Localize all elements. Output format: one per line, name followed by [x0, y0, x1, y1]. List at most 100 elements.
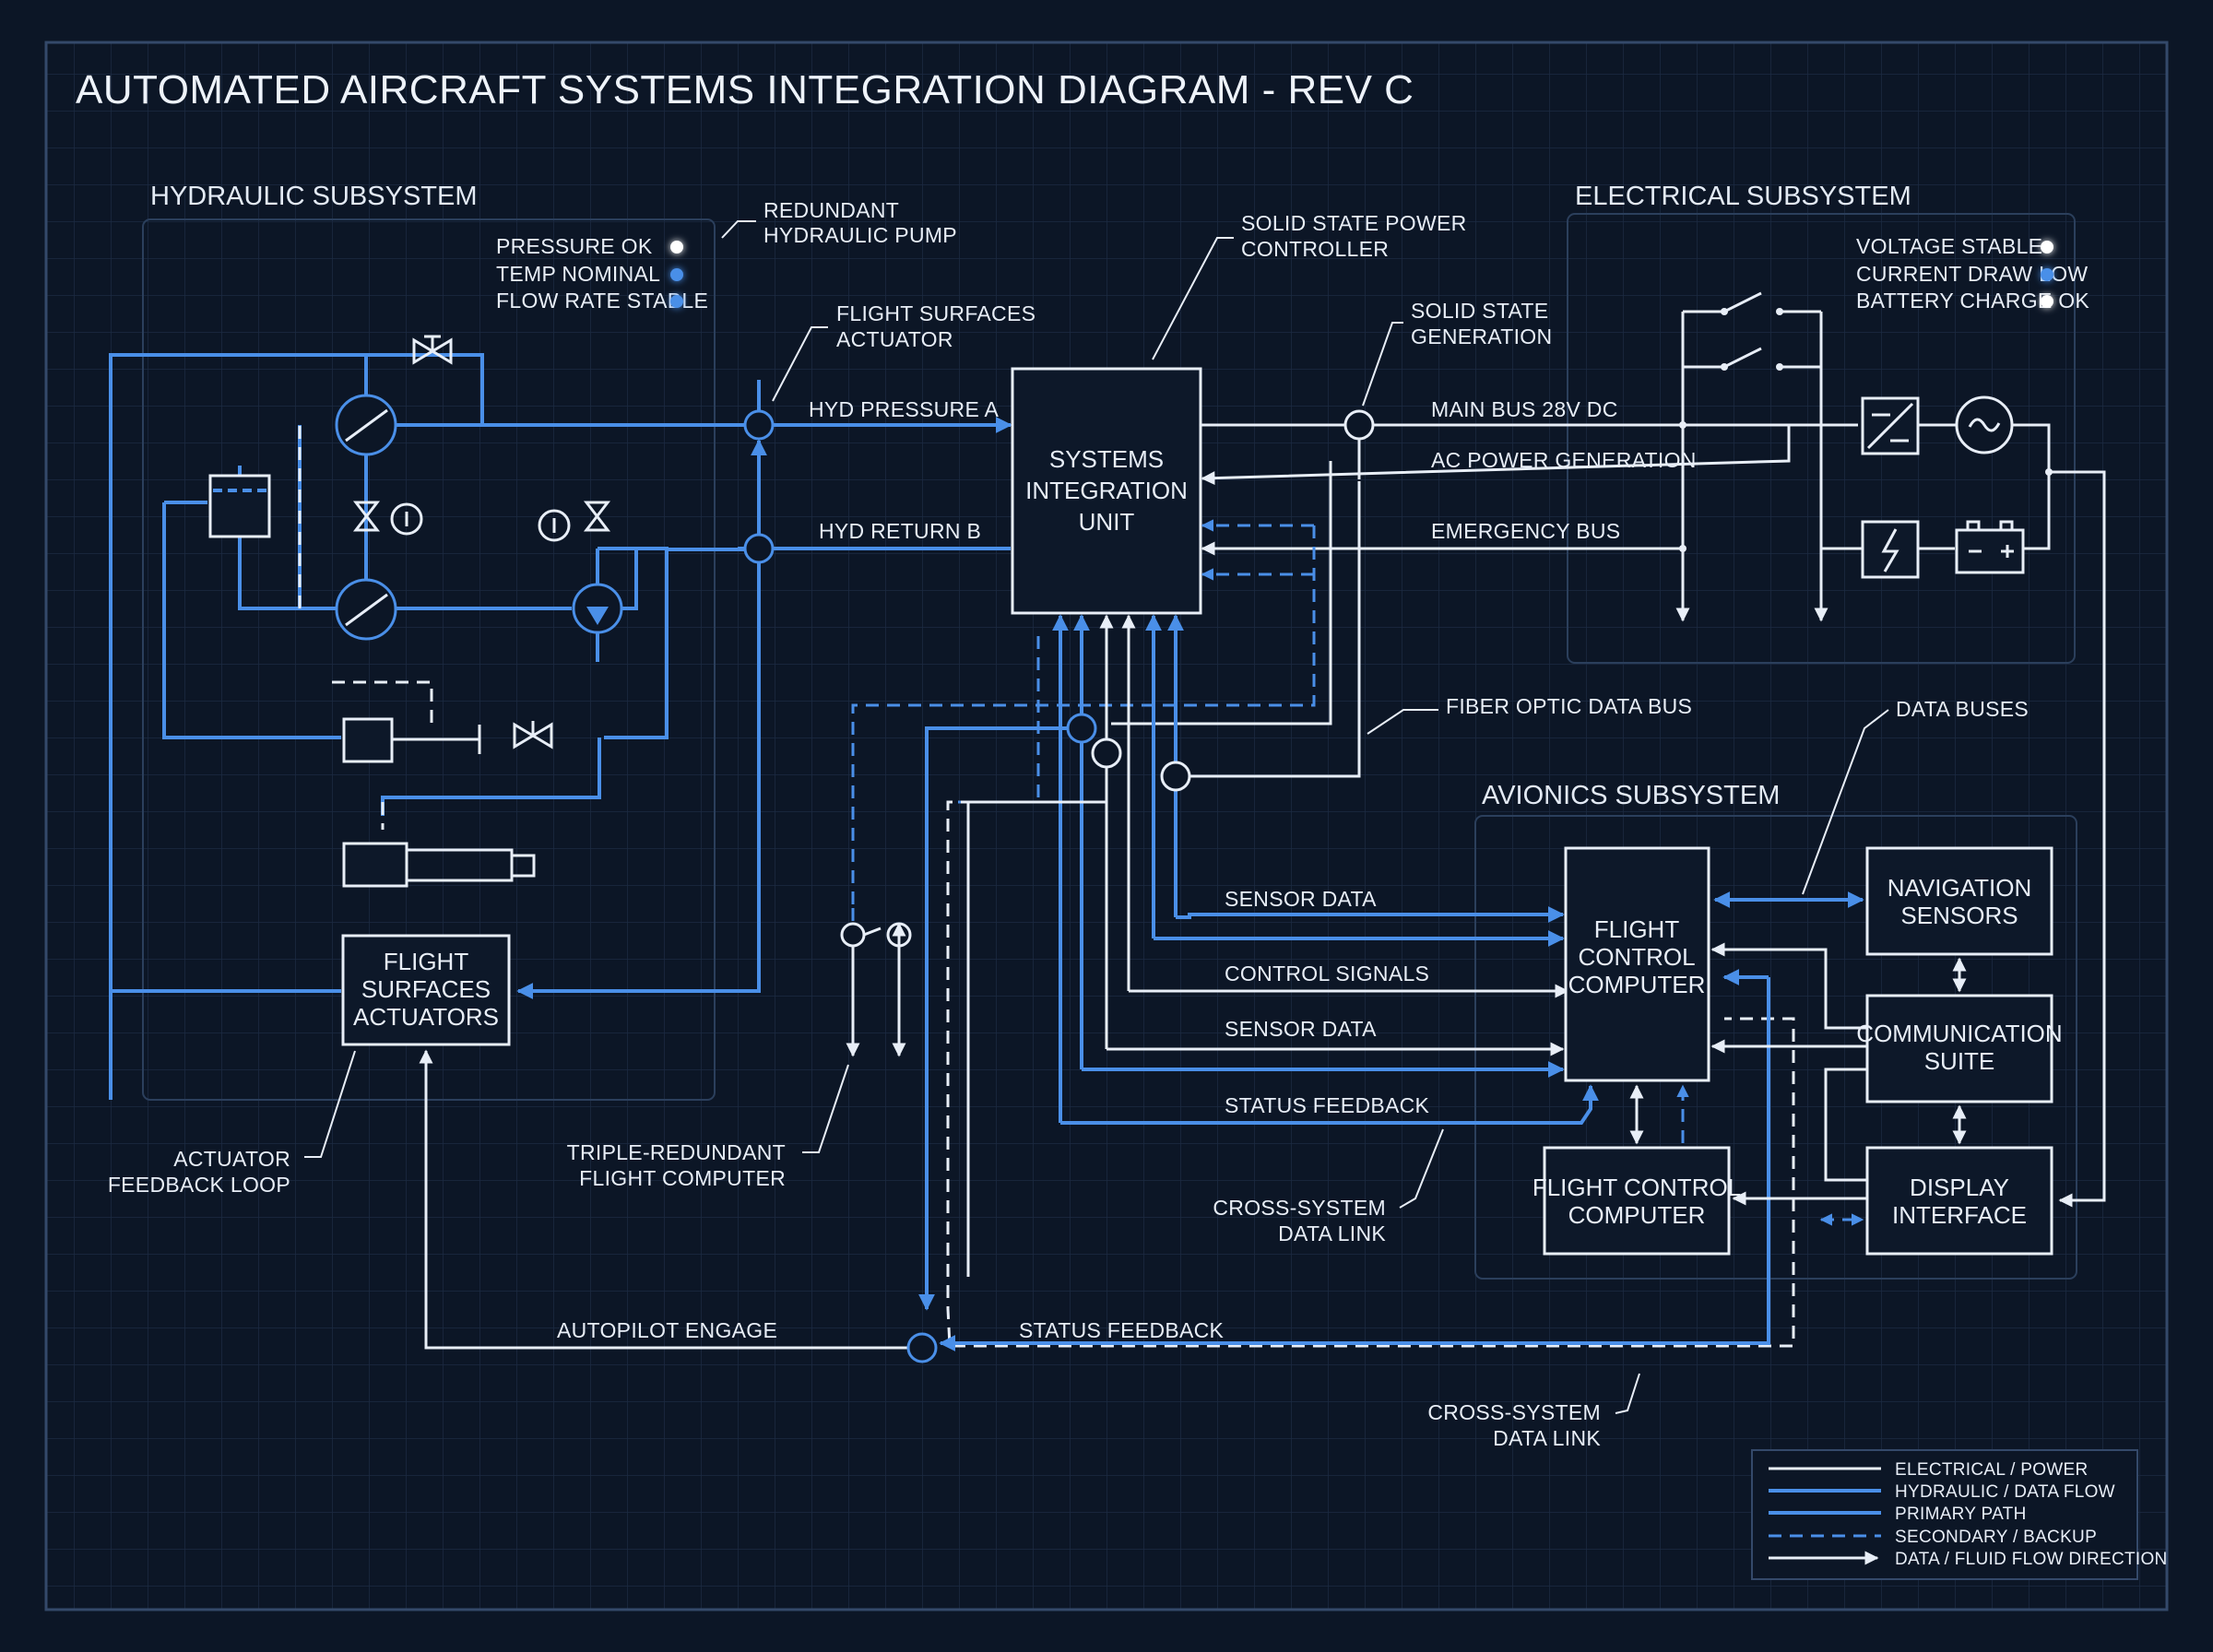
junction-node — [743, 533, 775, 564]
label-control-signals: CONTROL SIGNALS — [1225, 962, 1429, 985]
fsa-label-3: ACTUATORS — [353, 1003, 499, 1031]
valve-icon — [513, 721, 553, 749]
callout-redundant-pump: REDUNDANT — [763, 198, 899, 222]
electrical-subsystem-title: ELECTRICAL SUBSYSTEM — [1575, 182, 1911, 211]
junction-node — [1091, 738, 1122, 769]
status-voltage-stable: VOLTAGE STABLE — [1856, 234, 2042, 258]
electrical-subsystem-frame — [1567, 213, 2076, 664]
actuator-body-icon — [342, 717, 394, 763]
communication-suite-block — [1865, 994, 2053, 1103]
data-bus-lines — [948, 614, 1184, 1123]
status-led-icon — [2041, 241, 2053, 254]
callout-fiber-optic-bus: FIBER OPTIC DATA BUS — [1446, 694, 1692, 718]
legend-label-electrical: ELECTRICAL / POWER — [1895, 1460, 2089, 1480]
label-sensor-data-1: SENSOR DATA — [1225, 887, 1377, 911]
cylinder-icon — [342, 842, 408, 888]
label-main-bus: MAIN BUS 28V DC — [1431, 397, 1618, 421]
electrical-bus-lines: MAIN BUS 28V DC AC POWER GENERATION EMER… — [1201, 291, 2106, 1208]
valve-icon — [352, 501, 423, 536]
fcc2-label-2: COMPUTER — [1568, 1201, 1706, 1229]
junction-node — [743, 409, 775, 441]
junction-node — [1066, 713, 1097, 744]
status-feedback-line — [1060, 1084, 1599, 1125]
siu-label-1: SYSTEMS — [1049, 445, 1164, 473]
label-status-feedback-2: STATUS FEEDBACK — [1019, 1318, 1225, 1342]
callout-actuator-feedback: ACTUATOR — [173, 1147, 290, 1171]
siu-label-2: INTEGRATION — [1025, 477, 1188, 504]
fsa-label-2: SURFACES — [361, 975, 491, 1003]
legend-label-flow-direction: DATA / FLUID FLOW DIRECTION — [1895, 1550, 2168, 1569]
label-autopilot-engage: AUTOPILOT ENGAGE — [557, 1318, 777, 1342]
status-led-icon — [670, 268, 683, 281]
reservoir-icon — [208, 474, 271, 538]
comm-label-1: COMMUNICATION — [1856, 1020, 2062, 1047]
autopilot-engage-line — [419, 1049, 913, 1350]
electrical-status-panel: VOLTAGE STABLE CURRENT DRAW LOW BATTERY … — [1856, 234, 2089, 313]
nav-label-1: NAVIGATION — [1888, 874, 2032, 902]
actuator-feed-line — [516, 562, 761, 999]
legend: ELECTRICAL / POWER HYDRAULIC / DATA FLOW… — [1751, 1449, 2168, 1580]
legend-label-primary: PRIMARY PATH — [1895, 1504, 2027, 1524]
callout-ssg-line2: GENERATION — [1411, 324, 1552, 348]
avionics-subsystem-title: AVIONICS SUBSYSTEM — [1482, 781, 1780, 810]
callout-cross-link-1: CROSS-SYSTEM — [1213, 1196, 1386, 1220]
hydraulic-subsystem-frame — [142, 218, 716, 1101]
status-feedback-return-line — [939, 977, 1770, 1351]
junction-node — [1343, 409, 1375, 441]
avionics-links — [1629, 891, 1967, 1226]
systems-integration-unit-block — [1011, 367, 1202, 615]
nav-label-2: SENSORS — [1900, 902, 2018, 929]
flight-control-computer-secondary-block — [1543, 1146, 1731, 1256]
status-led-icon — [2041, 268, 2053, 281]
callout-triple-redundant-line2: FLIGHT COMPUTER — [579, 1166, 786, 1190]
redundant-switch — [840, 908, 912, 1057]
junction-node — [1160, 761, 1191, 792]
display-interface-block — [1865, 1146, 2053, 1256]
status-led-icon — [670, 241, 683, 254]
label-hyd-return-b: HYD RETURN B — [819, 519, 981, 543]
callout-triple-redundant: TRIPLE-REDUNDANT — [567, 1140, 786, 1164]
flight-surfaces-actuators-block — [341, 934, 511, 1046]
valve-icon — [538, 501, 611, 542]
status-temp-nominal: TEMP NOMINAL — [496, 262, 660, 286]
status-led-icon — [2041, 295, 2053, 308]
callout-flight-surfaces-actuator-line2: ACTUATOR — [836, 327, 953, 351]
callout-cross-link-1-line2: DATA LINK — [1278, 1221, 1386, 1245]
callout-sspc-line2: CONTROLLER — [1241, 237, 1389, 261]
valve-icon — [412, 335, 453, 365]
hydraulic-status-panel: PRESSURE OK TEMP NOMINAL FLOW RATE STABL… — [496, 234, 708, 313]
fsa-label-1: FLIGHT — [384, 948, 469, 975]
callout-sspc: SOLID STATE POWER — [1241, 211, 1467, 235]
outer-frame — [44, 41, 2169, 1611]
sensor-data-line-1 — [1176, 906, 1565, 923]
fcc1-label-2: CONTROL — [1578, 943, 1695, 971]
status-led-icon — [670, 295, 683, 308]
disp-label-2: INTERFACE — [1892, 1201, 2027, 1229]
fcc2-label-1: FLIGHT CONTROL — [1533, 1174, 1741, 1201]
hydraulic-circuit — [109, 335, 759, 1100]
callout-flight-surfaces-actuator: FLIGHT SURFACES — [836, 301, 1035, 325]
status-battery-charge-ok: BATTERY CHARGE OK — [1856, 289, 2089, 313]
navigation-sensors-block — [1865, 846, 2053, 956]
flight-control-computer-primary-block — [1564, 846, 1710, 1082]
junction-node — [906, 1332, 938, 1363]
legend-label-secondary: SECONDARY / BACKUP — [1895, 1528, 2097, 1547]
siu-label-3: UNIT — [1079, 508, 1135, 536]
fcc1-label-1: FLIGHT — [1594, 915, 1680, 943]
hydraulic-subsystem-title: HYDRAULIC SUBSYSTEM — [150, 182, 478, 211]
label-status-feedback-1: STATUS FEEDBACK — [1225, 1093, 1430, 1117]
callout-ssg: SOLID STATE — [1411, 299, 1548, 323]
label-emergency-bus: EMERGENCY BUS — [1431, 519, 1620, 543]
label-sensor-data-2: SENSOR DATA — [1225, 1017, 1377, 1041]
regulator-icon — [1861, 520, 1920, 579]
callout-data-buses: DATA BUSES — [1896, 697, 2029, 721]
avionics-subsystem-frame — [1474, 815, 2077, 1280]
comm-label-2: SUITE — [1924, 1047, 1995, 1075]
disp-label-1: DISPLAY — [1910, 1174, 2009, 1201]
callout-cross-link-2: CROSS-SYSTEM — [1427, 1400, 1601, 1424]
callout-actuator-feedback-line2: FEEDBACK LOOP — [108, 1173, 290, 1197]
callout-redundant-pump-line2: HYDRAULIC PUMP — [763, 223, 957, 247]
legend-label-hydraulic: HYDRAULIC / DATA FLOW — [1895, 1482, 2115, 1502]
